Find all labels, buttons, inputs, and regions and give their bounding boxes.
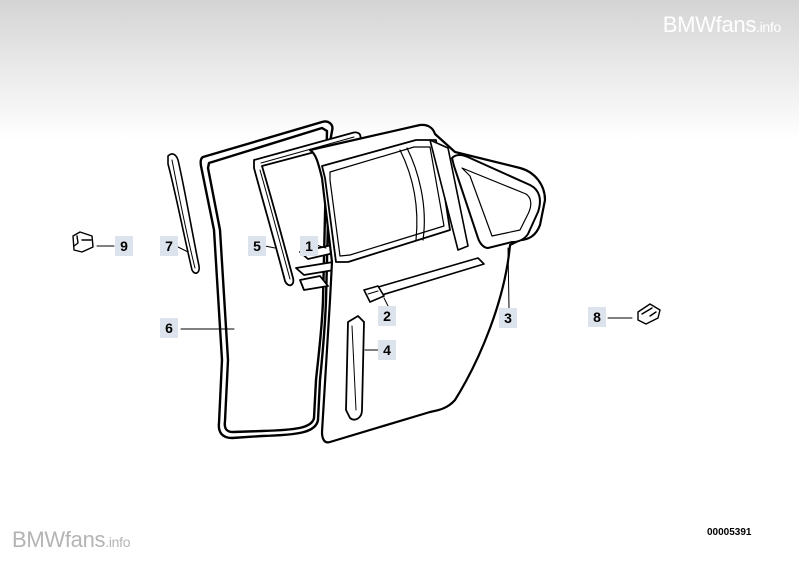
leader-7 (175, 245, 189, 253)
callout-2[interactable]: 2 (378, 306, 396, 326)
callout-6[interactable]: 6 (160, 318, 178, 338)
part-2-bracket (363, 285, 385, 303)
leader-3 (507, 247, 510, 309)
part-4-trim-post (345, 315, 365, 421)
callout-1[interactable]: 1 (300, 236, 318, 256)
callout-4[interactable]: 4 (378, 340, 396, 360)
part-5-window-channel (253, 131, 362, 287)
callout-8[interactable]: 8 (588, 307, 606, 327)
watermark-bottom: BMWfans.info (12, 527, 131, 553)
callout-3[interactable]: 3 (499, 308, 517, 328)
callout-5[interactable]: 5 (248, 236, 266, 256)
callout-7[interactable]: 7 (160, 236, 178, 256)
part-3-door-shell (308, 123, 547, 444)
diagram-id: 00005391 (707, 527, 752, 538)
leader-lines (96, 244, 633, 351)
header-gradient (0, 0, 799, 140)
watermark-bottom-brand: BMWfans (12, 527, 106, 552)
part-8-clip (637, 303, 661, 325)
watermark-bottom-suffix: .info (105, 534, 131, 550)
watermark-top-brand: BMWfans (662, 12, 757, 37)
part-9-clip (72, 231, 94, 253)
leader-5 (264, 245, 276, 249)
leader-2 (383, 297, 389, 307)
watermark-top: BMWfans.info (662, 12, 782, 38)
callout-9[interactable]: 9 (115, 236, 133, 256)
part-6-door-seal (199, 120, 334, 440)
watermark-top-suffix: .info (756, 19, 781, 35)
part-7-trim-strip (167, 153, 200, 274)
